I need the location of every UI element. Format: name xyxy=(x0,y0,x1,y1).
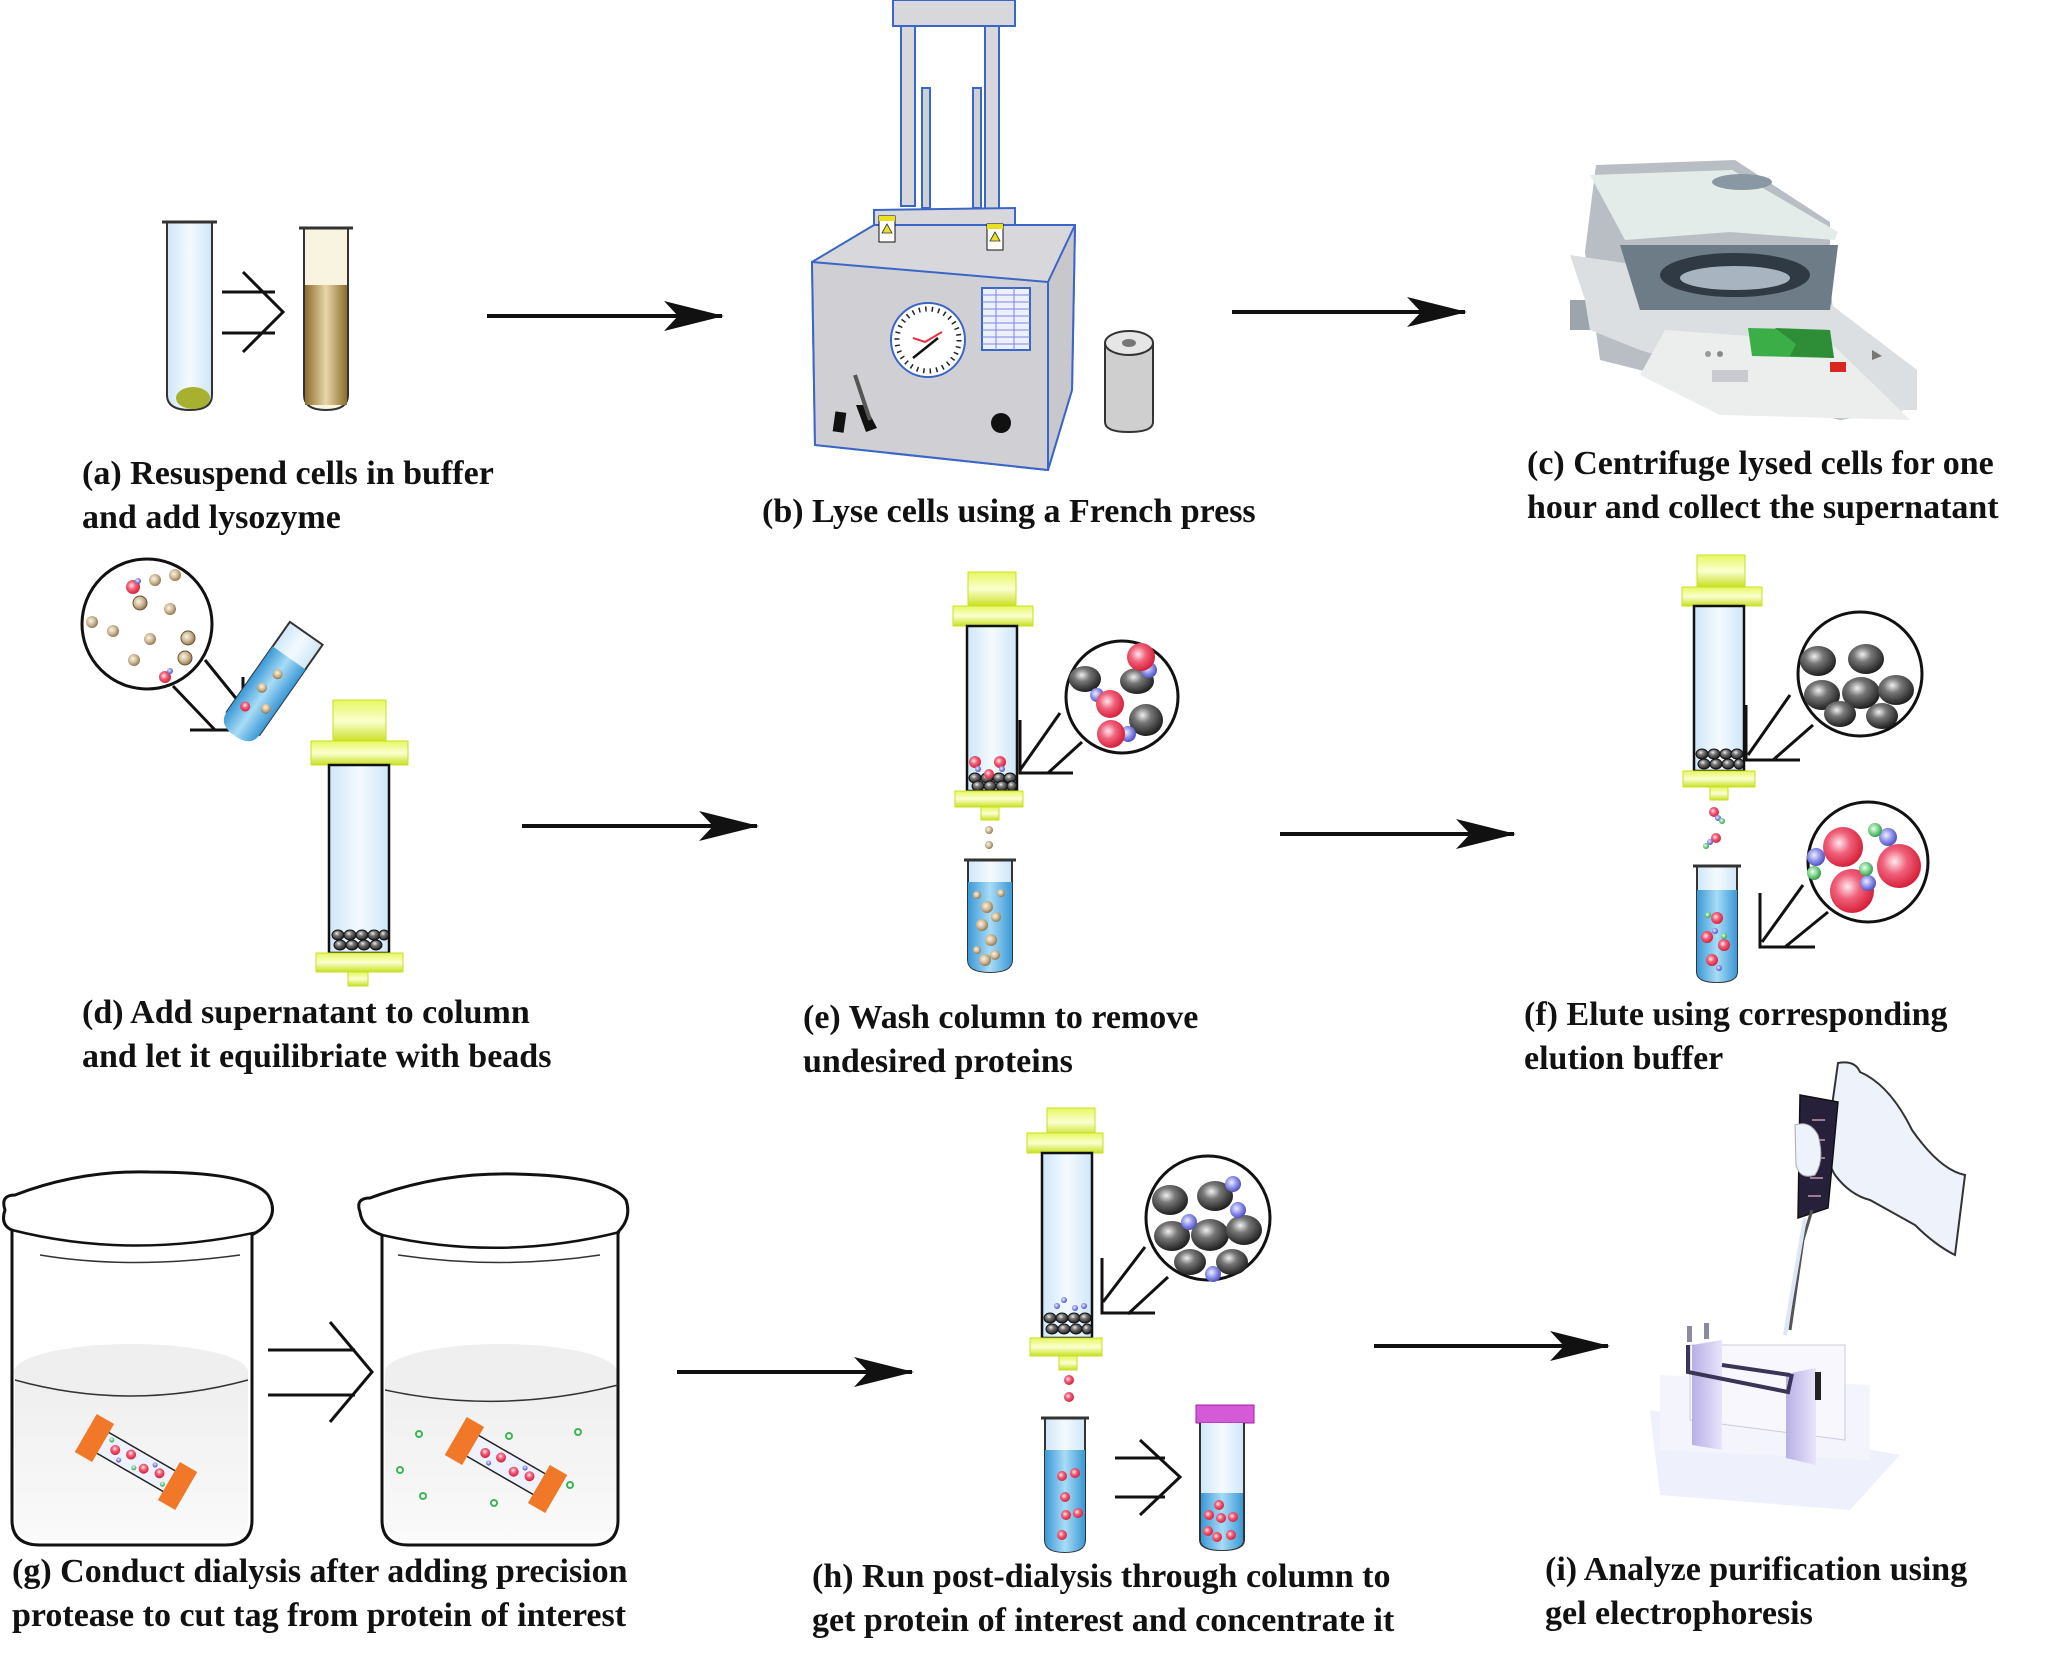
caption-line: (b) Lyse cells using a French press xyxy=(762,493,1256,530)
caption-step-i: (i) Analyze purification using gel elect… xyxy=(1545,1548,1967,1636)
display-panel-icon xyxy=(981,287,1031,351)
caption-line: elution buffer xyxy=(1524,1040,1724,1077)
caption-line: protease to cut tag from protein of inte… xyxy=(12,1597,627,1634)
caption-line: hour and collect the supernatant xyxy=(1527,489,1999,526)
resin-beads xyxy=(331,929,390,951)
caption-step-b: (b) Lyse cells using a French press xyxy=(762,490,1256,534)
caption-step-f: (f) Elute using corresponding elution bu… xyxy=(1524,993,1947,1081)
caption-step-h: (h) Run post-dialysis through column to … xyxy=(812,1555,1394,1643)
caption-line: and add lysozyme xyxy=(82,499,341,536)
illustration-c-centrifuge xyxy=(1570,160,1917,420)
illustration-f-column-elution xyxy=(1681,554,1930,984)
illustration-g-dialysis xyxy=(2,1170,630,1547)
caption-step-d: (d) Add supernatant to column and let it… xyxy=(82,991,551,1079)
test-tube-pellet xyxy=(162,220,217,412)
callout-arrow xyxy=(1744,694,1829,949)
tilted-test-tube xyxy=(223,620,325,742)
magnified-view-lysate xyxy=(80,557,214,691)
free-tags xyxy=(396,1428,582,1507)
affinity-column xyxy=(1026,1107,1104,1371)
caption-line: undesired proteins xyxy=(803,1043,1073,1080)
knob-icon xyxy=(991,413,1011,433)
caption-step-e: (e) Wash column to remove undesired prot… xyxy=(803,996,1198,1084)
affinity-column xyxy=(952,571,1034,821)
caption-step-a: (a) Resuspend cells in buffer and add ly… xyxy=(82,452,494,540)
double-arrow-icon xyxy=(268,1321,374,1423)
collection-tube xyxy=(964,858,1016,974)
collection-tube xyxy=(1693,864,1741,984)
caption-line: (i) Analyze purification using xyxy=(1545,1551,1968,1588)
caption-line: (g) Conduct dialysis after adding precis… xyxy=(12,1553,628,1590)
double-arrow-icon xyxy=(1115,1438,1183,1517)
warning-label-icon xyxy=(986,223,1004,251)
affinity-column xyxy=(1681,554,1763,801)
caption-line: (e) Wash column to remove xyxy=(803,999,1199,1036)
illustration-i-gel-electrophoresis xyxy=(1650,1061,1967,1510)
stop-button-icon xyxy=(1830,362,1846,372)
affinity-column xyxy=(310,699,409,987)
flow-arrows xyxy=(487,297,1610,1387)
dialysis-cassette xyxy=(74,1413,198,1511)
illustration-h-column-concentrate xyxy=(1026,1107,1272,1554)
caption-line: (a) Resuspend cells in buffer xyxy=(82,455,494,492)
illustration-e-column-wash xyxy=(952,571,1180,974)
caption-line: gel electrophoresis xyxy=(1545,1595,1813,1632)
press-cell-cylinder xyxy=(1104,330,1154,434)
illustration-b-french-press xyxy=(810,0,1154,472)
beaker-before xyxy=(2,1170,274,1547)
double-arrow-icon xyxy=(222,270,286,354)
collection-tube xyxy=(1041,1416,1089,1554)
magnified-view-bound-tags xyxy=(1144,1154,1272,1282)
gloved-hand-with-pipette xyxy=(1783,1061,1967,1336)
lever-icon xyxy=(832,374,877,433)
caption-line: (h) Run post-dialysis through column to xyxy=(812,1558,1391,1595)
caption-step-g: (g) Conduct dialysis after adding precis… xyxy=(12,1550,628,1638)
caption-step-c: (c) Centrifuge lysed cells for one hour … xyxy=(1527,442,1999,530)
caption-line: (f) Elute using corresponding xyxy=(1524,996,1948,1033)
concentrator-tube xyxy=(1195,1404,1255,1552)
pressure-gauge-icon xyxy=(890,302,966,378)
illustration-a-resuspension xyxy=(162,220,353,412)
beaker-after xyxy=(357,1172,630,1547)
caption-line: (d) Add supernatant to column xyxy=(82,994,530,1031)
warning-label-icon xyxy=(878,215,896,243)
illustration-d-column-loading xyxy=(80,557,409,987)
magnified-view-eluted-proteins xyxy=(1806,800,1930,924)
magnified-view-beads xyxy=(1796,610,1924,738)
caption-line: get protein of interest and concentrate … xyxy=(812,1602,1395,1639)
callout-arrow xyxy=(1018,712,1084,775)
callout-arrow xyxy=(1100,1246,1170,1316)
dialysis-cassette xyxy=(444,1416,568,1514)
caption-line: and let it equilibriate with beads xyxy=(82,1038,552,1075)
test-tube-lysate xyxy=(299,226,353,412)
caption-line: (c) Centrifuge lysed cells for one xyxy=(1527,445,1994,482)
magnified-view-bound-proteins xyxy=(1064,639,1180,755)
gel-tank xyxy=(1650,1323,1900,1510)
